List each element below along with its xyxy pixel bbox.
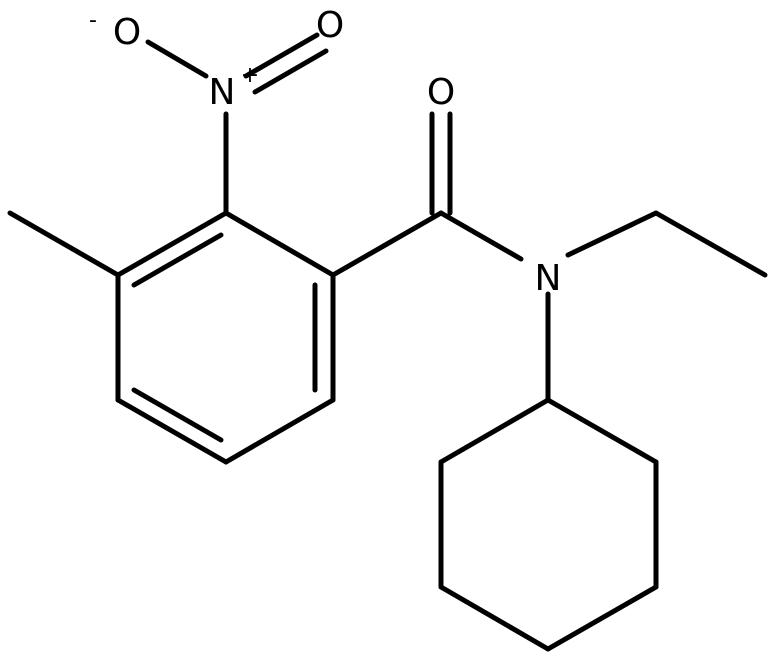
carbonyl-c-amide-n-bond (438, 210, 524, 262)
nitro-o-minus-label: O (113, 12, 141, 53)
amide-n-ethyl-ch2-bond (565, 210, 659, 258)
nitro-n-o-double-bond-a (243, 32, 320, 79)
ring-bond-c2-c3-inner (131, 232, 224, 288)
cyclohexyl-bond-1 (438, 397, 551, 465)
cyclohexyl-bond-6 (545, 397, 659, 465)
nitro-n-label: N (209, 72, 236, 113)
amide-n-label: N (535, 258, 562, 299)
atom-labels: - O N + O O N (89, 5, 561, 299)
cyclohexyl-bond-3 (438, 584, 551, 652)
nitro-o-charge: - (89, 8, 97, 33)
bonds (7, 32, 768, 652)
cyclohexyl-bond-4 (545, 584, 659, 652)
ring-carbonyl-c-bond (330, 210, 444, 278)
ring-bond-c1-c2 (223, 210, 336, 278)
ring-bond-c5-c6 (223, 397, 336, 465)
nitro-n-charge: + (241, 63, 259, 88)
ring-bond-c2-c3 (115, 210, 229, 278)
carbonyl-o-label: O (427, 72, 455, 113)
nitro-n-o-double-bond-b (252, 48, 329, 95)
methyl-bond (7, 210, 121, 278)
nitro-n-o-minus-bond (145, 39, 209, 79)
nitro-o-label: O (316, 5, 344, 46)
ethyl-ch2-ch3-bond (653, 210, 768, 278)
ring-bond-c4-c5 (115, 397, 229, 465)
ring-bond-c4-c5-inner (131, 387, 224, 443)
